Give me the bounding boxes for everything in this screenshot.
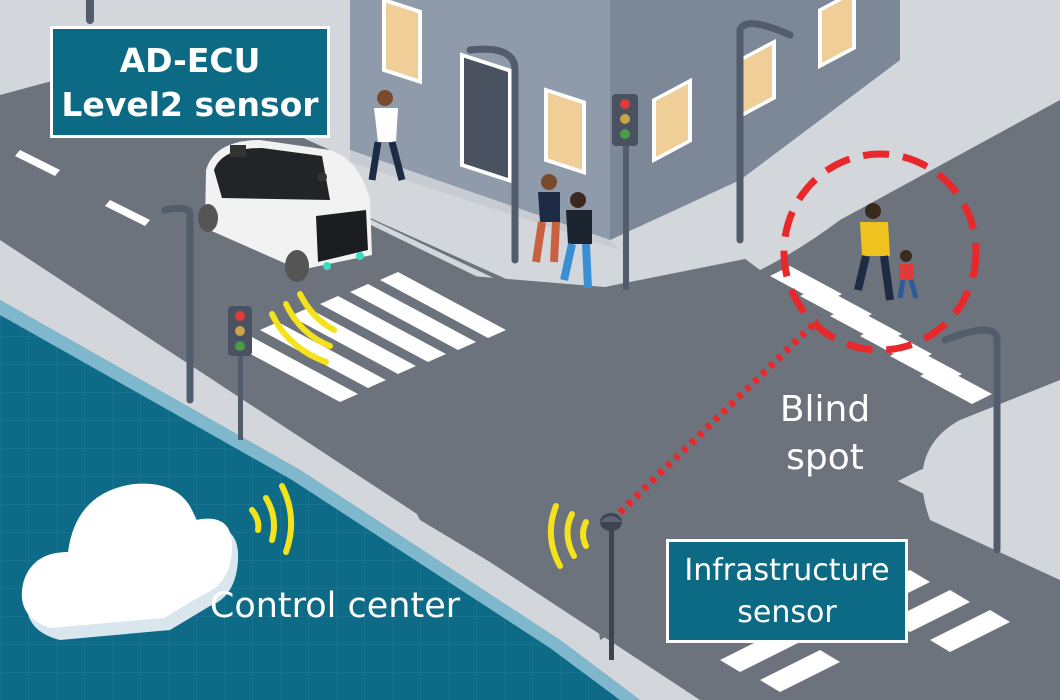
sidewalk-upper-right bbox=[720, 40, 1060, 270]
pedestrians bbox=[368, 90, 919, 301]
pedestrian-couple bbox=[532, 174, 592, 289]
cloud-icon bbox=[21, 483, 239, 640]
blind-spot-label: Blind spot bbox=[760, 386, 890, 482]
sensor-link-line bbox=[609, 317, 821, 523]
infrastructure-sensor-label-box: Infrastructure sensor bbox=[666, 539, 908, 643]
street-lamp-icon bbox=[86, 0, 1001, 554]
sidewalk-right-corner bbox=[922, 380, 1060, 580]
lane-markings bbox=[15, 150, 150, 226]
traffic-light-icon bbox=[228, 94, 638, 440]
ad-ecu-subtitle: Level2 sensor bbox=[61, 85, 319, 124]
blind-spot-ring bbox=[780, 150, 980, 354]
infrastructure-title: Infrastructure bbox=[684, 553, 890, 588]
signal-wave-icon bbox=[249, 291, 589, 569]
autonomous-vehicle-icon bbox=[198, 140, 372, 282]
control-center-label: Control center bbox=[209, 586, 461, 626]
ad-ecu-label-box: AD-ECU Level2 sensor bbox=[50, 26, 330, 138]
blind-spot-line2: spot bbox=[786, 437, 864, 478]
pedestrian-adult-child bbox=[854, 203, 919, 301]
blind-spot-line1: Blind bbox=[779, 389, 871, 430]
infrastructure-sensor-icon bbox=[600, 513, 622, 660]
building-door bbox=[460, 52, 512, 184]
infrastructure-subtitle: sensor bbox=[737, 595, 837, 630]
ad-ecu-title: AD-ECU bbox=[119, 41, 261, 80]
pedestrian-walking-woman bbox=[368, 90, 406, 181]
crosswalk-upper-right bbox=[770, 266, 992, 404]
